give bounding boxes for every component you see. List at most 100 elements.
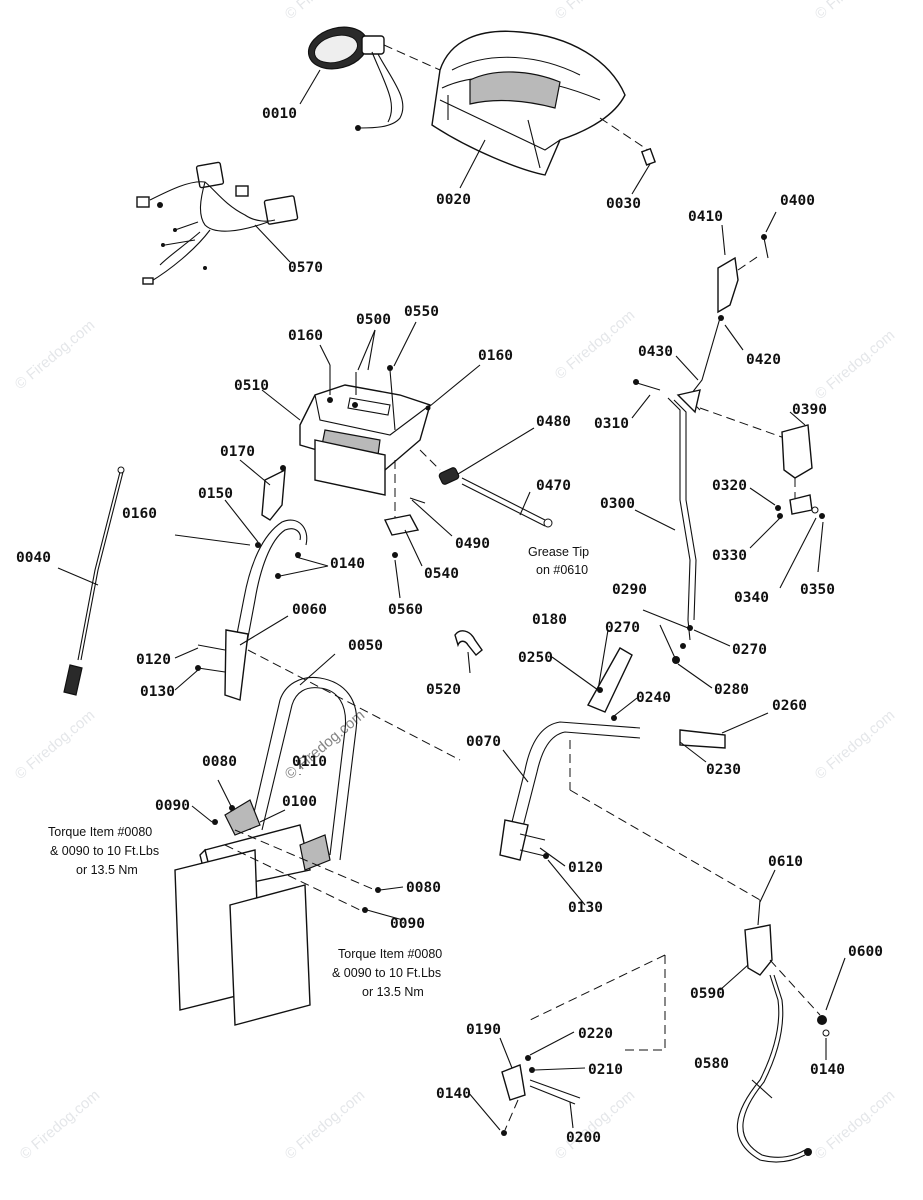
label-0500: 0500 <box>356 312 391 328</box>
label-0430: 0430 <box>638 344 673 360</box>
label-0170: 0170 <box>220 444 255 460</box>
control-bracket-drawing <box>299 365 553 558</box>
handle-frame-drawing <box>174 676 381 1026</box>
torque-note-line: or 13.5 Nm <box>362 985 424 999</box>
label-0590: 0590 <box>690 986 725 1002</box>
grease-note-line: on #0610 <box>536 563 588 577</box>
label-0310: 0310 <box>594 416 629 432</box>
watermark: © Firedog.com <box>282 0 368 23</box>
label-0120: 0120 <box>568 860 603 876</box>
leader-lines <box>57 69 846 1131</box>
label-0130: 0130 <box>140 684 175 700</box>
label-0130: 0130 <box>568 900 603 916</box>
label-0200: 0200 <box>566 1130 601 1146</box>
label-0270: 0270 <box>605 620 640 636</box>
label-0080: 0080 <box>202 754 237 770</box>
torque-note-line: or 13.5 Nm <box>76 863 138 877</box>
label-0120: 0120 <box>136 652 171 668</box>
dash-panel-drawing <box>431 30 656 176</box>
label-0470: 0470 <box>536 478 571 494</box>
right-handle-drawing <box>499 647 761 901</box>
label-0260: 0260 <box>772 698 807 714</box>
label-0160: 0160 <box>122 506 157 522</box>
label-0290: 0290 <box>612 582 647 598</box>
torque-note-line: & 0090 to 10 Ft.Lbs <box>332 966 441 980</box>
grease-note: Grease Tip on #0610 <box>528 545 589 577</box>
label-0160: 0160 <box>478 348 513 364</box>
cable-drawing <box>63 466 125 696</box>
lower-small-parts-drawing <box>501 1055 581 1136</box>
watermark: © Firedog.com <box>812 707 898 783</box>
label-0090: 0090 <box>390 916 425 932</box>
label-0350: 0350 <box>800 582 835 598</box>
left-handle-drawing <box>174 465 461 761</box>
label-0040: 0040 <box>16 550 51 566</box>
label-0580: 0580 <box>694 1056 729 1072</box>
label-0510: 0510 <box>234 378 269 394</box>
torque-note-line: & 0090 to 10 Ft.Lbs <box>50 844 159 858</box>
label-0010: 0010 <box>262 106 297 122</box>
label-0150: 0150 <box>198 486 233 502</box>
label-0110: 0110 <box>292 754 327 770</box>
label-0080: 0080 <box>406 880 441 896</box>
label-0270: 0270 <box>732 642 767 658</box>
label-0180: 0180 <box>532 612 567 628</box>
label-0490: 0490 <box>455 536 490 552</box>
label-0020: 0020 <box>436 192 471 208</box>
label-0300: 0300 <box>600 496 635 512</box>
label-0540: 0540 <box>424 566 459 582</box>
label-0570: 0570 <box>288 260 323 276</box>
shift-linkage-drawing <box>633 234 825 664</box>
torque-note-left: Torque Item #0080 & 0090 to 10 Ft.Lbs or… <box>48 825 159 877</box>
label-0610: 0610 <box>768 854 803 870</box>
label-0400: 0400 <box>780 193 815 209</box>
label-0140: 0140 <box>330 556 365 572</box>
watermark: © Firedog.com <box>282 1087 368 1163</box>
label-0230: 0230 <box>706 762 741 778</box>
label-0330: 0330 <box>712 548 747 564</box>
lower-linkage-drawing <box>529 899 830 1163</box>
label-0160: 0160 <box>288 328 323 344</box>
watermark: © Firedog.com <box>552 0 638 23</box>
watermark: © Firedog.com <box>812 1087 898 1163</box>
headlight-drawing <box>307 26 441 131</box>
label-0090: 0090 <box>155 798 190 814</box>
label-0220: 0220 <box>578 1026 613 1042</box>
label-0390: 0390 <box>792 402 827 418</box>
wire-harness-drawing <box>136 161 299 285</box>
label-0520: 0520 <box>426 682 461 698</box>
label-0050: 0050 <box>348 638 383 654</box>
label-0410: 0410 <box>688 209 723 225</box>
label-0070: 0070 <box>466 734 501 750</box>
torque-note-line: Torque Item #0080 <box>48 825 152 839</box>
part-labels: 0010 0020 0030 0570 0410 0400 0420 0430 … <box>16 106 883 1146</box>
label-0190: 0190 <box>466 1022 501 1038</box>
watermark: © Firedog.com <box>282 707 368 783</box>
label-0320: 0320 <box>712 478 747 494</box>
watermark: © Firedog.com <box>812 0 898 23</box>
watermark: © Firedog.com <box>12 317 98 393</box>
label-0550: 0550 <box>404 304 439 320</box>
label-0600: 0600 <box>848 944 883 960</box>
label-0420: 0420 <box>746 352 781 368</box>
label-0240: 0240 <box>636 690 671 706</box>
label-0030: 0030 <box>606 196 641 212</box>
label-0340: 0340 <box>734 590 769 606</box>
label-0100: 0100 <box>282 794 317 810</box>
label-0280: 0280 <box>714 682 749 698</box>
watermark: © Firedog.com <box>12 707 98 783</box>
label-0560: 0560 <box>388 602 423 618</box>
clip-drawing <box>454 630 483 656</box>
torque-note-bottom: Torque Item #0080 & 0090 to 10 Ft.Lbs or… <box>332 947 442 999</box>
watermark: © Firedog.com <box>552 1087 638 1163</box>
label-0250: 0250 <box>518 650 553 666</box>
label-0140: 0140 <box>436 1086 471 1102</box>
torque-note-line: Torque Item #0080 <box>338 947 442 961</box>
watermark: © Firedog.com <box>17 1087 103 1163</box>
label-0210: 0210 <box>588 1062 623 1078</box>
watermark: © Firedog.com <box>552 307 638 383</box>
watermark: © Firedog.com <box>812 327 898 403</box>
label-0060: 0060 <box>292 602 327 618</box>
label-0480: 0480 <box>536 414 571 430</box>
